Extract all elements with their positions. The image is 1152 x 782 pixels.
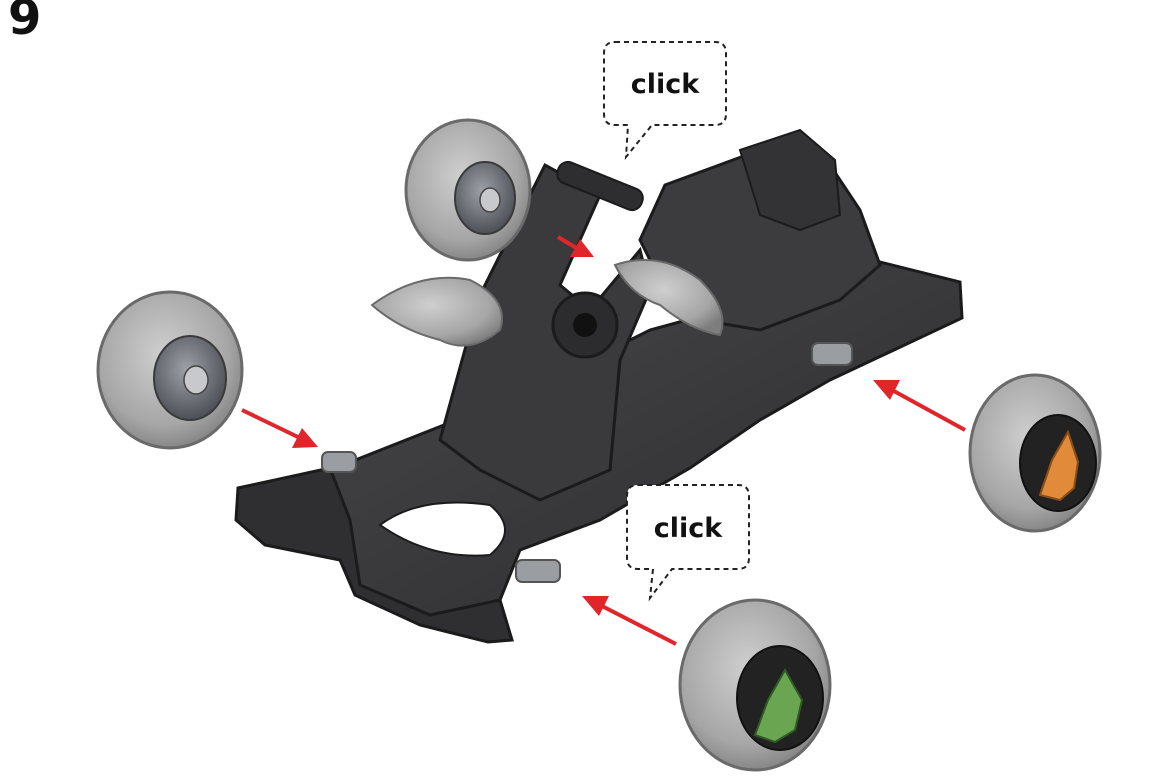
wing-accent-right [613, 259, 724, 337]
wheel-front-right [678, 598, 832, 772]
callout-bubble [603, 41, 727, 161]
axle-rear-right [811, 342, 853, 366]
arrow-front-right [582, 596, 677, 646]
front-bumper [234, 466, 514, 644]
hub-cap [479, 187, 501, 213]
wing-accent-left [370, 276, 503, 347]
axle-front-left [321, 451, 357, 473]
callout-bubble [626, 484, 750, 602]
callout-text: click [654, 513, 724, 544]
wheel-rear-right [968, 373, 1102, 533]
arrow-rear-left [556, 235, 594, 257]
callout-text: click [631, 69, 701, 100]
hub-green-claw [753, 667, 804, 744]
step-number: 9 [8, 0, 42, 46]
pivot-hole [573, 313, 597, 337]
wheel-front-left [96, 290, 244, 450]
seat-back [738, 128, 842, 232]
hub-orange-claw [1038, 429, 1080, 502]
chassis [234, 128, 964, 644]
chassis-cutout [378, 501, 506, 557]
axle-front-right [515, 559, 561, 583]
crossbar [556, 160, 644, 212]
arrow-front-left [241, 408, 318, 448]
arrow-rear-right [873, 380, 966, 432]
hub-cap [183, 365, 209, 395]
arrows [241, 235, 966, 646]
callout-bottom: click [626, 484, 750, 602]
wheel-rear-left [404, 118, 532, 262]
callout-top: click [603, 41, 727, 161]
